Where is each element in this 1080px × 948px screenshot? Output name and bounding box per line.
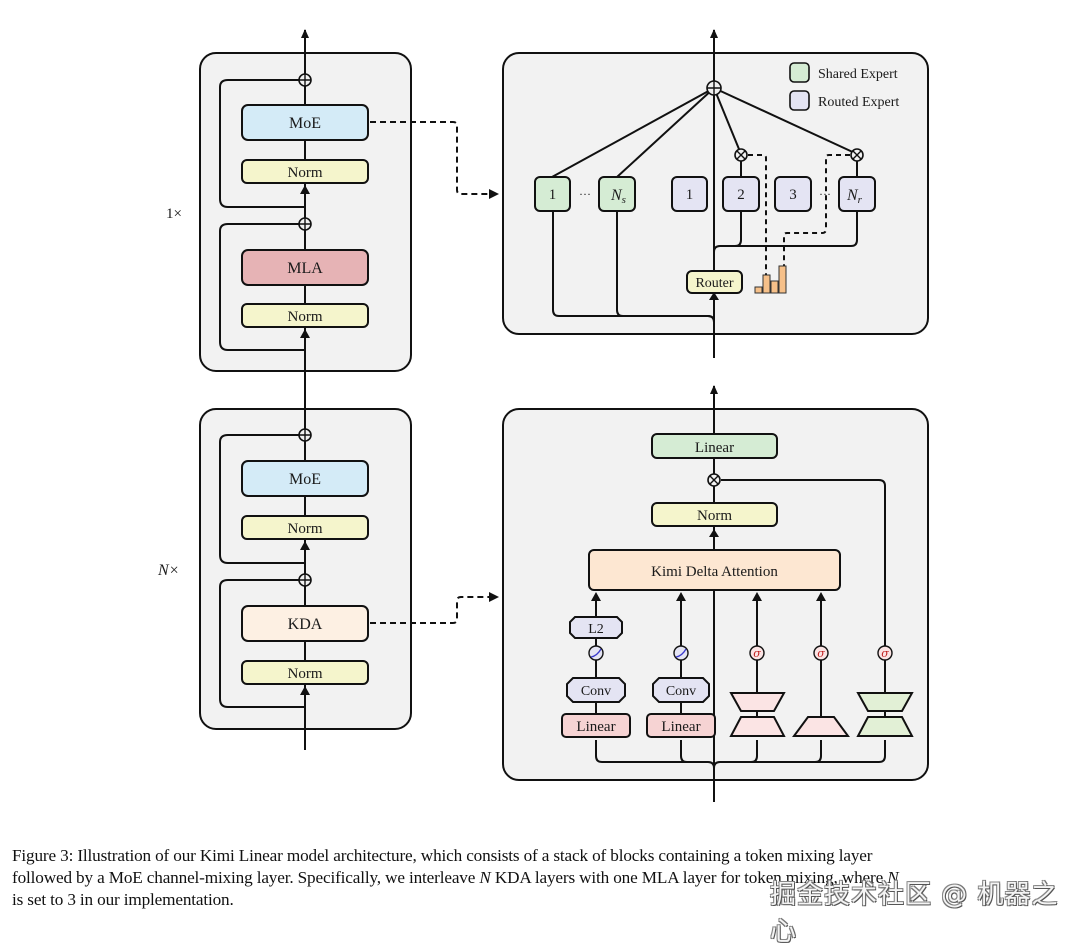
linear-projection — [792, 716, 850, 737]
norm-box: Norm — [651, 502, 778, 527]
ellipsis: ··· — [819, 187, 831, 201]
ellipsis: ··· — [579, 187, 591, 201]
router-score-bar — [754, 286, 763, 294]
low-rank-up-projection — [729, 716, 786, 737]
moe-label: MoE — [289, 115, 321, 132]
linear-label: Linear — [695, 440, 734, 456]
low-rank-down-projection — [729, 692, 786, 712]
routed-expert-nr: Nr — [838, 176, 876, 212]
low-rank-down-projection — [856, 692, 914, 712]
shared-expert-ns: Ns — [598, 176, 636, 212]
conv-box: Conv — [652, 677, 710, 703]
sigmoid-icon — [749, 645, 765, 661]
router-score-chart — [754, 265, 787, 294]
norm-label: Norm — [288, 309, 323, 325]
moe-box: MoE — [241, 460, 369, 497]
expert-label: 2 — [737, 187, 745, 203]
norm-label: Norm — [288, 666, 323, 682]
branch-key: Linear Conv — [646, 592, 716, 738]
figure-caption: Figure 3: Illustration of our Kimi Linea… — [12, 845, 1072, 911]
repeat-label: 1× — [166, 206, 182, 222]
caption-line-1: Figure 3: Illustration of our Kimi Linea… — [12, 846, 873, 865]
conv-box: Conv — [566, 677, 626, 703]
norm-box: Norm — [241, 159, 369, 184]
caption-line-2: followed by a MoE channel-mixing layer. … — [12, 868, 899, 887]
routed-expert-3: 3 — [774, 176, 812, 212]
kda-box: KDA — [241, 605, 369, 642]
kda-detail-connector — [370, 596, 490, 624]
router-label: Router — [695, 276, 733, 291]
legend-swatch-shared — [789, 62, 810, 83]
low-rank-up-projection — [856, 716, 914, 737]
moe-detail-connector — [370, 121, 490, 195]
norm-box: Norm — [241, 303, 369, 328]
kimi-delta-attention-box: Kimi Delta Attention — [588, 549, 841, 591]
silu-activation-icon — [588, 645, 604, 661]
legend: Shared Expert Routed Expert — [789, 62, 899, 111]
norm-label: Norm — [288, 165, 323, 181]
kda-block: MoE Norm KDA Norm N× — [157, 392, 412, 750]
linear-label: Linear — [661, 719, 700, 735]
router-score-bar — [778, 265, 787, 294]
moe-label: MoE — [289, 471, 321, 488]
l2-label: L2 — [588, 622, 604, 637]
expert-label: 1 — [686, 187, 694, 203]
mla-block: MoE Norm MLA Norm 1× — [166, 29, 412, 392]
attention-label: Kimi Delta Attention — [651, 564, 778, 580]
norm-box: Norm — [241, 515, 369, 540]
sigmoid-icon — [813, 645, 829, 661]
silu-activation-icon — [673, 645, 689, 661]
architecture-diagram: MoE Norm MLA Norm 1× MoE — [157, 29, 929, 802]
output-linear-box: Linear — [651, 433, 778, 459]
mla-box: MLA — [241, 249, 369, 286]
shared-expert-1: 1 — [534, 176, 571, 212]
sigma-label: σ — [817, 647, 825, 660]
routed-expert-1: 1 — [671, 176, 708, 212]
watermark: 掘金技术社区 @ 机器之心 — [770, 880, 1059, 947]
norm-label: Norm — [697, 508, 732, 524]
branch-query: Linear Conv L2 — [561, 592, 631, 738]
router-score-bar — [770, 280, 779, 294]
l2-norm-box: L2 — [569, 616, 623, 639]
legend-label-shared: Shared Expert — [818, 67, 898, 82]
legend-swatch-routed — [789, 90, 810, 111]
moe-detail-panel: Shared Expert Routed Expert 1 — [502, 29, 929, 358]
router-box: Router — [686, 270, 743, 294]
caption-line-3: is set to 3 in our implementation. — [12, 890, 234, 909]
linear-in-box: Linear — [646, 713, 716, 738]
moe-box: MoE — [241, 104, 369, 141]
mla-label: MLA — [287, 260, 323, 277]
branch-beta: σ — [792, 592, 850, 737]
norm-box: Norm — [241, 660, 369, 685]
expert-label: 1 — [549, 187, 557, 203]
branch-output-gate: σ — [856, 645, 914, 737]
kda-label: KDA — [288, 616, 323, 633]
conv-label: Conv — [666, 684, 696, 699]
sigmoid-icon — [877, 645, 893, 661]
sigma-label: σ — [753, 647, 761, 660]
branch-gate-alpha: σ — [729, 592, 786, 737]
expert-label: 3 — [789, 187, 797, 203]
linear-in-box: Linear — [561, 713, 631, 738]
routed-expert-2: 2 — [722, 176, 760, 212]
conv-label: Conv — [581, 684, 611, 699]
router-score-bar — [762, 274, 771, 294]
kda-detail-panel: Linear Norm Kimi Delta Attention Linear — [502, 385, 929, 802]
sigma-label: σ — [881, 647, 889, 660]
legend-label-routed: Routed Expert — [818, 95, 899, 110]
repeat-label: N× — [157, 562, 179, 579]
norm-label: Norm — [288, 521, 323, 537]
linear-label: Linear — [576, 719, 615, 735]
